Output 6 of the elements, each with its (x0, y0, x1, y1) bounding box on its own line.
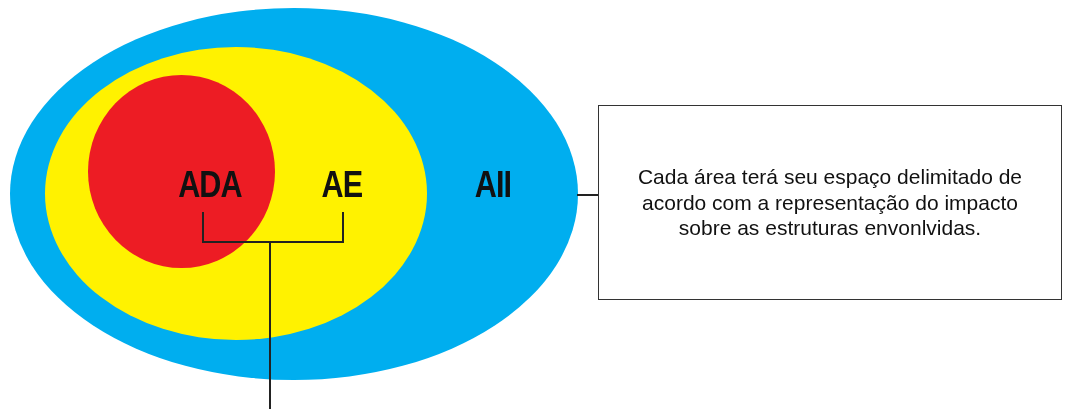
area-label: ADA (178, 167, 242, 203)
description-text: Cada área terá seu espaço delimitado de acordo com a representação do impacto sobre as estruturas envonlvidas. (636, 164, 1024, 241)
connector-line (576, 194, 599, 196)
area-label: AE (321, 167, 363, 203)
note-box (598, 105, 1062, 300)
area-label: AII (474, 167, 512, 203)
